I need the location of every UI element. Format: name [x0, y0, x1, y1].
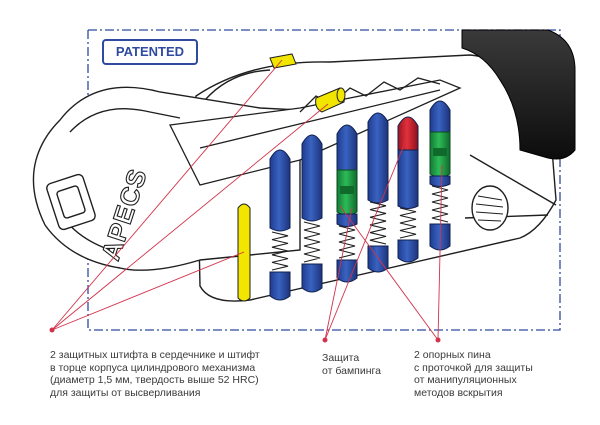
- cam-sleeve: [461, 29, 576, 160]
- patented-badge: PATENTED: [102, 39, 198, 65]
- callout-line: для защиты от высверливания: [50, 386, 201, 399]
- driver-pin: [301, 134, 323, 222]
- pin-spring: [338, 225, 356, 259]
- key-pin: [397, 239, 419, 263]
- pin-stack-2: [301, 134, 323, 293]
- callout-leaders: [51, 59, 443, 341]
- pin-stack-6: [429, 100, 451, 251]
- anti-drill-pin-middle: [315, 87, 346, 113]
- pin-stacks: [269, 100, 451, 301]
- pin-spring: [303, 221, 321, 263]
- pin-spring: [431, 185, 449, 223]
- callout-line: (диаметр 1,5 мм, твердость выше 52 HRC): [50, 374, 259, 386]
- pin-spring: [399, 207, 417, 239]
- anti-drill-pin-top: [269, 53, 297, 69]
- driver-pin-lower: [429, 175, 451, 187]
- pin-spring: [369, 201, 387, 245]
- callout-dots: [49, 327, 441, 343]
- spool-pin-groove: [433, 148, 447, 156]
- callout-line: от бампинга: [322, 364, 381, 377]
- driver-pin: [269, 149, 291, 232]
- driver-pin: [336, 124, 358, 174]
- callout-anti-drilling: 2 защитных штифта в сердечнике и штифт в…: [50, 349, 260, 399]
- anti-bump-pin: [397, 116, 419, 154]
- anti-drill-pin-vertical: [237, 203, 251, 302]
- key-pin: [336, 259, 358, 283]
- key-pin: [301, 263, 323, 293]
- key-pin: [269, 271, 291, 301]
- callout-line: методов вскрытия: [414, 386, 503, 399]
- pin-stack-3: [336, 124, 358, 283]
- callout-line: 2 опорных пина: [414, 349, 491, 361]
- callout-anti-bumping: Защита от бампинга: [322, 352, 381, 377]
- driver-pin: [367, 112, 389, 204]
- callout-line: 2 защитных штифта в сердечнике и штифт: [50, 349, 260, 361]
- pin-stack-5: [397, 116, 419, 263]
- callout-line: в торце корпуса цилиндрового механизма: [50, 361, 256, 374]
- callout-line: с проточкой для защиты: [414, 361, 533, 374]
- spool-pin-groove: [340, 186, 354, 194]
- driver-pin-lower: [397, 149, 419, 209]
- callout-line: Защита: [322, 352, 360, 364]
- callout-anti-manipulation: 2 опорных пина с проточкой для защиты от…: [414, 349, 533, 399]
- pin-stack-1: [269, 149, 291, 301]
- driver-pin: [429, 100, 451, 136]
- pin-spring: [271, 231, 289, 271]
- callout-line: от манипуляционных: [414, 374, 517, 386]
